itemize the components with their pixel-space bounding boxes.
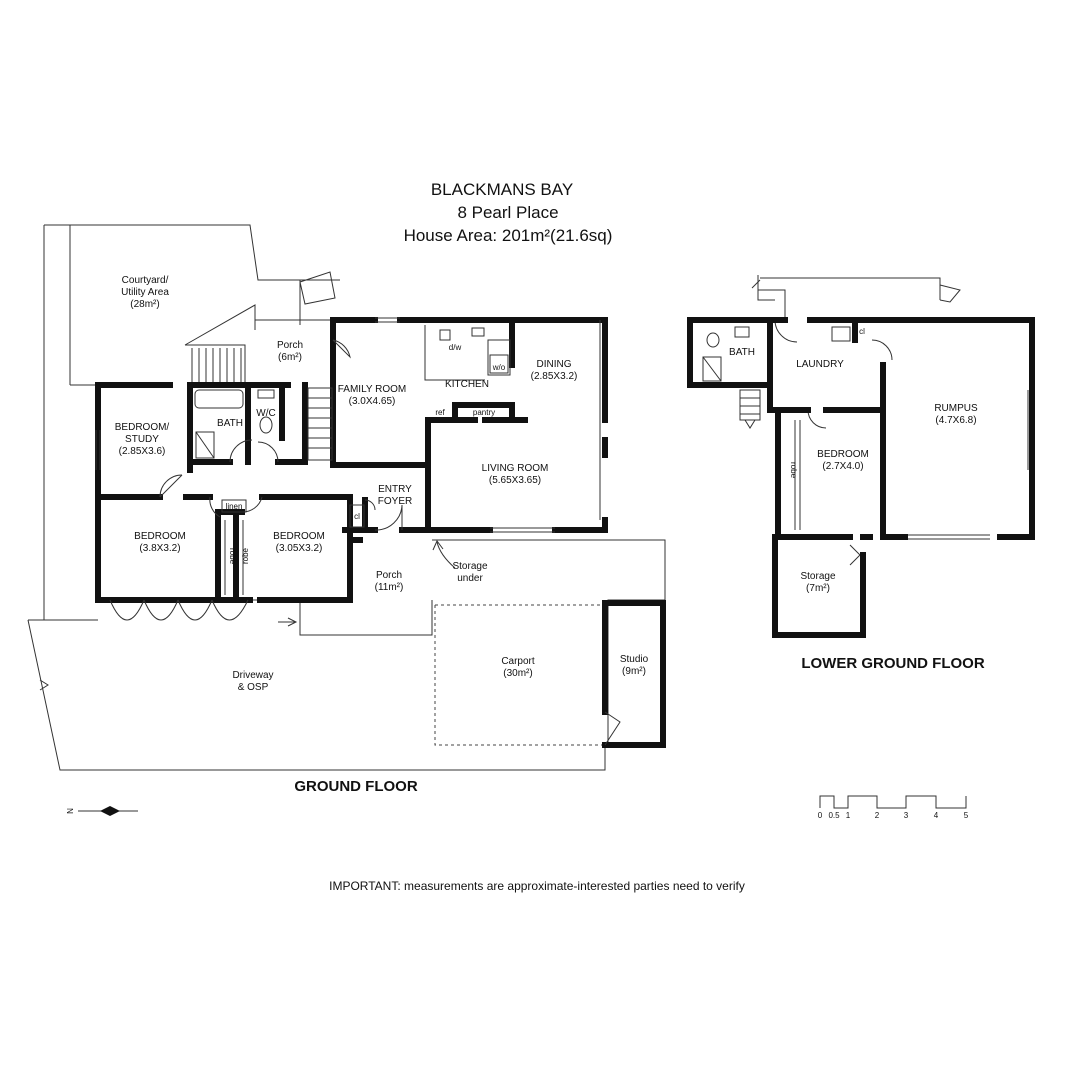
laundry-label: LAUNDRY [796, 359, 844, 370]
lower-cl-label: cl [859, 327, 865, 336]
ground-floor-labels: Courtyard/ Utility Area (28m²) Porch (6m… [115, 275, 649, 795]
entry-foyer-label: ENTRY [378, 484, 412, 495]
bedroom-2-dims: (3.05X3.2) [276, 543, 323, 554]
porch-top-area: (6m²) [278, 352, 302, 363]
north-arrow-icon [100, 806, 120, 816]
scale-tick-5: 4 [934, 811, 939, 820]
lower-floor-title: LOWER GROUND FLOOR [801, 655, 984, 672]
linen-label: linen [226, 502, 243, 511]
lower-storage-label: Storage [800, 571, 835, 582]
family-room-dims: (3.0X4.65) [349, 396, 396, 407]
bedroom-study-dims: (2.85X3.6) [119, 446, 166, 457]
disclaimer-note: IMPORTANT: measurements are approximate-… [329, 879, 745, 893]
kitchen-label: KITCHEN [445, 379, 489, 390]
ref-label: ref [435, 408, 445, 417]
plan-address: 8 Pearl Place [457, 203, 558, 222]
lower-bath-label: BATH [729, 347, 755, 358]
driveway-label: Driveway [232, 670, 273, 681]
north-arrow: N [66, 806, 138, 816]
dining-label: DINING [537, 359, 572, 370]
porch-front-label: Porch [376, 570, 402, 581]
north-label: N [66, 808, 75, 814]
ground-floor-outlines [27, 224, 666, 771]
courtyard-area: (28m²) [130, 299, 159, 310]
lower-bedroom-label: BEDROOM [817, 449, 869, 460]
porch-top-label: Porch [277, 340, 303, 351]
courtyard-label: Courtyard/ [122, 275, 169, 286]
family-room-label: FAMILY ROOM [338, 384, 407, 395]
scale-tick-0: 0 [818, 811, 823, 820]
rumpus-label: RUMPUS [934, 403, 978, 414]
wc-label: W/C [256, 408, 275, 419]
scale-tick-6: 5 [964, 811, 969, 820]
dining-dims: (2.85X3.2) [531, 371, 578, 382]
dw-label: d/w [449, 343, 462, 352]
bedroom-1-label: BEDROOM [134, 531, 186, 542]
porch-front-area: (11m²) [375, 582, 404, 593]
rumpus-dims: (4.7X6.8) [935, 415, 976, 426]
lower-robe-label: robe [789, 462, 798, 479]
robe-label-1: robe [228, 548, 237, 565]
bath-label: BATH [217, 418, 243, 429]
bedroom-2-label: BEDROOM [273, 531, 325, 542]
living-room-label: LIVING ROOM [482, 463, 549, 474]
driveway-label-2: & OSP [238, 682, 269, 693]
entry-foyer-label-2: FOYER [378, 496, 412, 507]
lower-bedroom-dims: (2.7X4.0) [822, 461, 863, 472]
plan-suburb: BLACKMANS BAY [431, 180, 573, 199]
scale-tick-1: 0.5 [828, 811, 840, 820]
bedroom-study-label: BEDROOM/ [115, 422, 170, 433]
studio-area: (9m²) [622, 666, 646, 677]
scale-tick-3: 2 [875, 811, 880, 820]
ground-floor-fittings [95, 317, 601, 621]
scale-bar: 0 0.5 1 2 3 4 5 [818, 795, 969, 820]
storage-under-label: Storage [452, 561, 487, 572]
lower-floor-walls [687, 317, 1035, 638]
studio-label: Studio [620, 654, 649, 665]
pantry-label: pantry [473, 408, 495, 417]
scale-tick-4: 3 [904, 811, 909, 820]
robe-label-2: robe [241, 547, 250, 564]
living-room-dims: (5.65X3.65) [489, 475, 541, 486]
scale-tick-2: 1 [846, 811, 851, 820]
carport-label: Carport [501, 656, 535, 667]
lower-floor-outlines [702, 275, 1033, 566]
bedroom-study-label-2: STUDY [125, 434, 159, 445]
plan-area: House Area: 201m²(21.6sq) [404, 226, 613, 245]
cl-label: cl [354, 512, 360, 521]
wo-label: w/o [492, 363, 506, 372]
ground-floor-walls [95, 317, 608, 603]
storage-under-label-2: under [457, 573, 483, 584]
carport-area: (30m²) [503, 668, 532, 679]
ground-floor-title: GROUND FLOOR [294, 778, 417, 795]
courtyard-label-2: Utility Area [121, 287, 169, 298]
lower-floor-labels: BATH cl LAUNDRY RUMPUS (4.7X6.8) BEDROOM… [729, 327, 985, 672]
lower-storage-area: (7m²) [806, 583, 830, 594]
bedroom-1-dims: (3.8X3.2) [139, 543, 180, 554]
